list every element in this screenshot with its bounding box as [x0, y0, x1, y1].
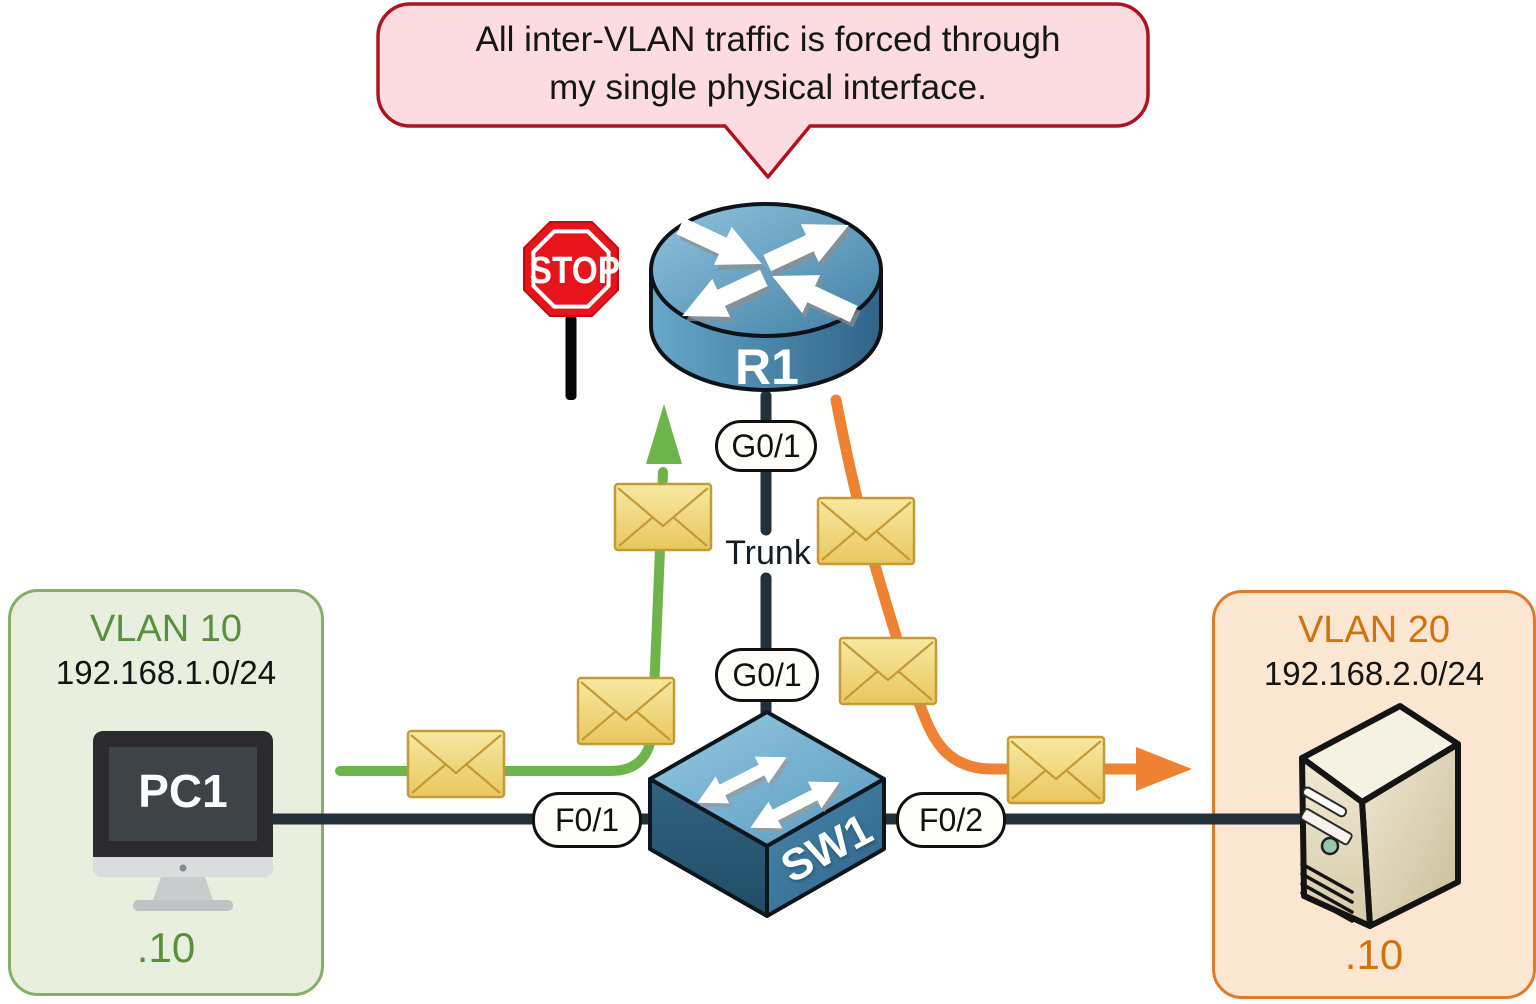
speech-bubble-text: All inter-VLAN traffic is forced through… — [402, 16, 1134, 112]
orange-arrow-flow — [830, 394, 1144, 775]
switch-uplink-badge: G0/1 — [715, 648, 819, 702]
server-power-led — [1320, 836, 1340, 856]
server-icon — [1299, 703, 1461, 929]
switch-port2-badge: F0/2 — [896, 792, 1006, 848]
pc-label: PC1 — [138, 765, 228, 817]
vlan10-title: VLAN 10 — [89, 608, 243, 650]
pc-stand — [153, 877, 213, 900]
envelope-icon — [406, 729, 506, 799]
envelope-icon — [838, 636, 938, 706]
switch-icon — [648, 710, 886, 918]
envelope-icon — [1006, 735, 1106, 805]
router-label: R1 — [735, 339, 799, 395]
speech-bubble-line1: All inter-VLAN traffic is forced through — [475, 20, 1061, 59]
vlan10-host-ip: .10 — [136, 924, 196, 971]
pc-screen — [109, 747, 257, 841]
trunk-label: Trunk — [725, 534, 811, 572]
pc-icon — [93, 731, 273, 911]
stop-sign-pole — [565, 315, 577, 400]
vlan10-subnet: 192.168.1.0/24 — [55, 654, 277, 691]
speech-bubble — [376, 2, 1150, 179]
pc-chin-dot — [179, 864, 187, 872]
vlan20-title: VLAN 20 — [1297, 609, 1451, 651]
stop-sign-label: STOP — [529, 250, 621, 292]
switch-port1-badge: F0/1 — [532, 792, 642, 848]
server-slot — [1301, 786, 1348, 818]
vlan20-subnet: 192.168.2.0/24 — [1263, 655, 1485, 692]
server-drive-tray — [1300, 808, 1353, 846]
envelope-icon — [576, 676, 676, 746]
green-arrowhead-icon — [646, 404, 682, 464]
server-vents — [1300, 862, 1354, 923]
stop-sign-icon — [523, 221, 619, 400]
speech-bubble-line2: my single physical interface. — [549, 68, 987, 107]
orange-arrowhead-icon — [1136, 747, 1192, 791]
stop-sign-octagon — [523, 221, 619, 317]
envelope-icon — [613, 482, 713, 552]
router-icon — [649, 202, 883, 392]
vlan20-host-ip: .10 — [1344, 931, 1404, 978]
stop-sign-inner-ring — [531, 229, 611, 309]
pc-base — [133, 900, 233, 911]
router-port-badge: G0/1 — [715, 420, 817, 472]
